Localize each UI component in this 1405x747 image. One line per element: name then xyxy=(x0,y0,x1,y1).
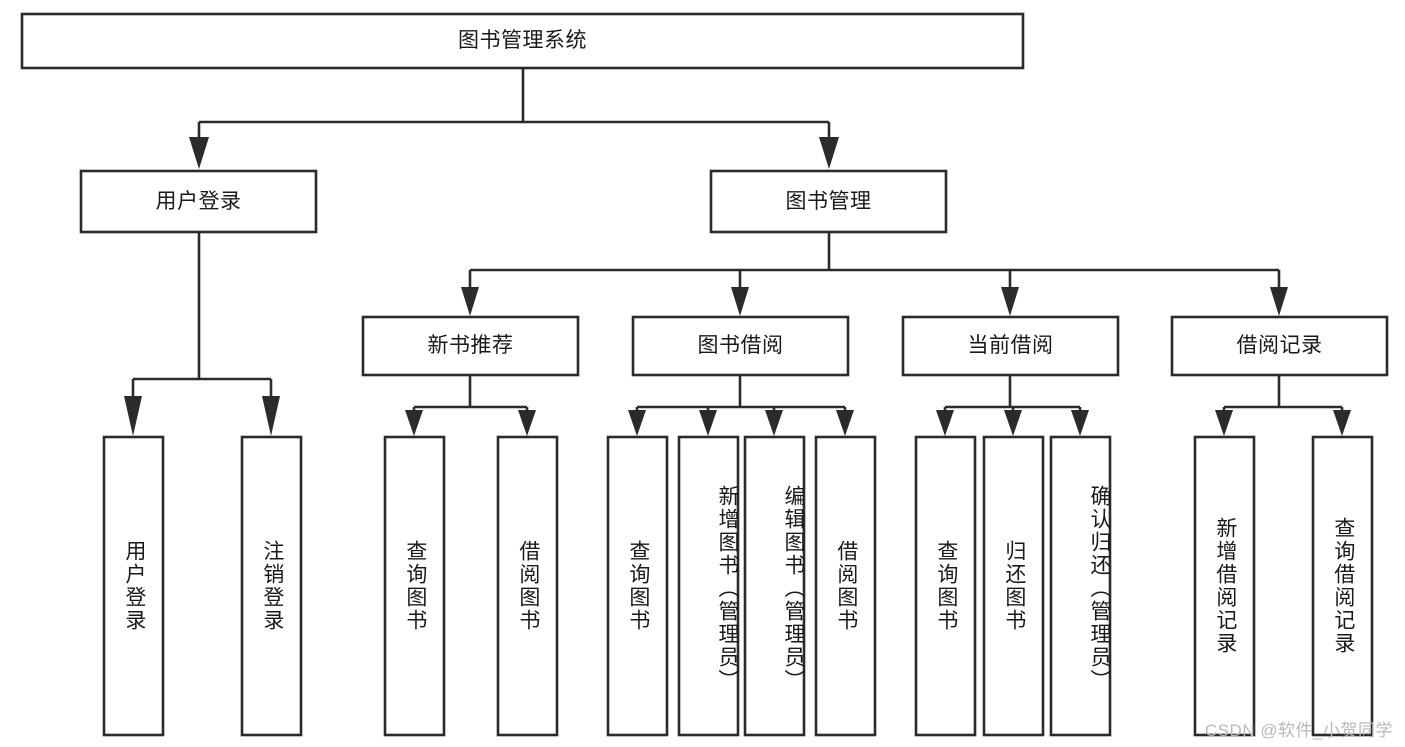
node-box-borrow-record[interactable] xyxy=(1170,315,1389,377)
node-box-leaf-borrow-book-1[interactable] xyxy=(496,435,559,737)
arrow-head-leaf-return-book xyxy=(1004,410,1022,436)
arrow-head-leaf-user-login xyxy=(124,396,142,436)
node-box-leaf-query-book-2[interactable] xyxy=(606,435,669,737)
node-box-leaf-query-record[interactable] xyxy=(1311,435,1374,737)
arrow-head-leaf-borrow-book-2 xyxy=(836,410,854,436)
node-box-leaf-add-record[interactable] xyxy=(1193,435,1256,737)
arrow-head-leaf-query-book-2 xyxy=(628,410,646,436)
node-box-leaf-query-book-3[interactable] xyxy=(914,435,977,737)
watermark-text: CSDN @软件_小贺同学 xyxy=(1204,721,1393,740)
node-box-leaf-borrow-book-2[interactable] xyxy=(814,435,877,737)
arrow-head-borrow-record xyxy=(1270,287,1288,316)
arrow-head-book-manage xyxy=(819,137,839,169)
node-box-leaf-user-login[interactable] xyxy=(102,435,165,737)
node-box-root[interactable] xyxy=(20,12,1025,70)
node-box-leaf-query-book-1[interactable] xyxy=(383,435,446,737)
arrow-head-leaf-query-book-1 xyxy=(405,410,423,436)
arrow-head-leaf-query-book-3 xyxy=(936,410,954,436)
arrow-head-leaf-query-record xyxy=(1333,410,1351,436)
node-box-book-manage[interactable] xyxy=(709,169,948,234)
arrow-head-leaf-user-logout xyxy=(262,396,280,436)
node-box-leaf-return-book[interactable] xyxy=(982,435,1045,737)
arrow-head-leaf-borrow-book-1 xyxy=(518,410,536,436)
arrow-head-leaf-edit-book xyxy=(765,410,783,436)
arrow-head-leaf-add-book xyxy=(699,410,717,436)
node-box-leaf-edit-book[interactable] xyxy=(743,435,806,737)
node-box-leaf-confirm-return[interactable] xyxy=(1049,435,1112,737)
arrow-head-current-borrow xyxy=(1001,287,1019,316)
node-box-new-book-recommend[interactable] xyxy=(361,315,580,377)
arrow-head-leaf-confirm-return xyxy=(1071,410,1089,436)
node-box-user-login[interactable] xyxy=(79,169,318,234)
arrow-head-new-book-recommend xyxy=(461,287,479,316)
node-box-book-borrow[interactable] xyxy=(631,315,850,377)
arrow-head-user-login xyxy=(189,137,209,169)
node-box-leaf-user-logout[interactable] xyxy=(240,435,303,737)
arrow-head-book-borrow xyxy=(731,287,749,316)
node-box-leaf-add-book[interactable] xyxy=(677,435,740,737)
node-box-current-borrow[interactable] xyxy=(901,315,1120,377)
arrow-head-leaf-add-record xyxy=(1215,410,1233,436)
